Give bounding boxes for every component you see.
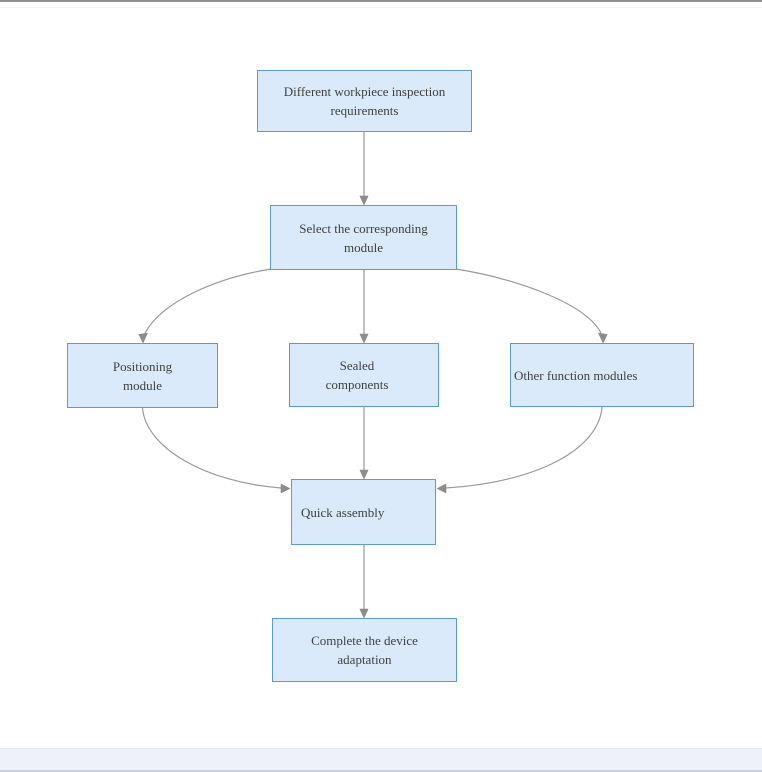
edge-other-to-quick bbox=[436, 406, 603, 494]
top-window-border bbox=[0, 0, 762, 2]
edge-positioning-to-quick bbox=[141, 407, 291, 494]
node-label: Other function modules bbox=[514, 367, 638, 383]
footer-bar bbox=[0, 748, 762, 772]
edge-select-to-positioning bbox=[138, 268, 272, 344]
node-label: Sealed components bbox=[325, 358, 389, 392]
node-sealed-components: Sealed components bbox=[289, 343, 439, 407]
node-requirements: Different workpiece inspection requireme… bbox=[257, 70, 472, 132]
node-label: Different workpiece inspection requireme… bbox=[283, 84, 446, 118]
top-divider-line bbox=[0, 7, 762, 8]
node-device-adaptation: Complete the device adaptation bbox=[272, 618, 457, 682]
node-label: Quick assembly bbox=[301, 504, 385, 520]
edge-requirements-to-select bbox=[359, 132, 369, 206]
node-other-modules: Other function modules bbox=[510, 343, 694, 407]
node-select-module: Select the corresponding module bbox=[270, 205, 457, 270]
edge-sealed-to-quick bbox=[359, 407, 369, 480]
edge-quick-to-adaptation bbox=[359, 545, 369, 619]
edge-select-to-sealed bbox=[359, 270, 369, 344]
node-label: Positioning module bbox=[112, 358, 173, 393]
node-label: Complete the device adaptation bbox=[311, 633, 418, 667]
node-positioning-module: Positioning module bbox=[67, 343, 218, 408]
node-quick-assembly: Quick assembly bbox=[291, 479, 436, 545]
node-label: Select the corresponding module bbox=[299, 220, 428, 255]
edge-select-to-other bbox=[455, 268, 608, 344]
